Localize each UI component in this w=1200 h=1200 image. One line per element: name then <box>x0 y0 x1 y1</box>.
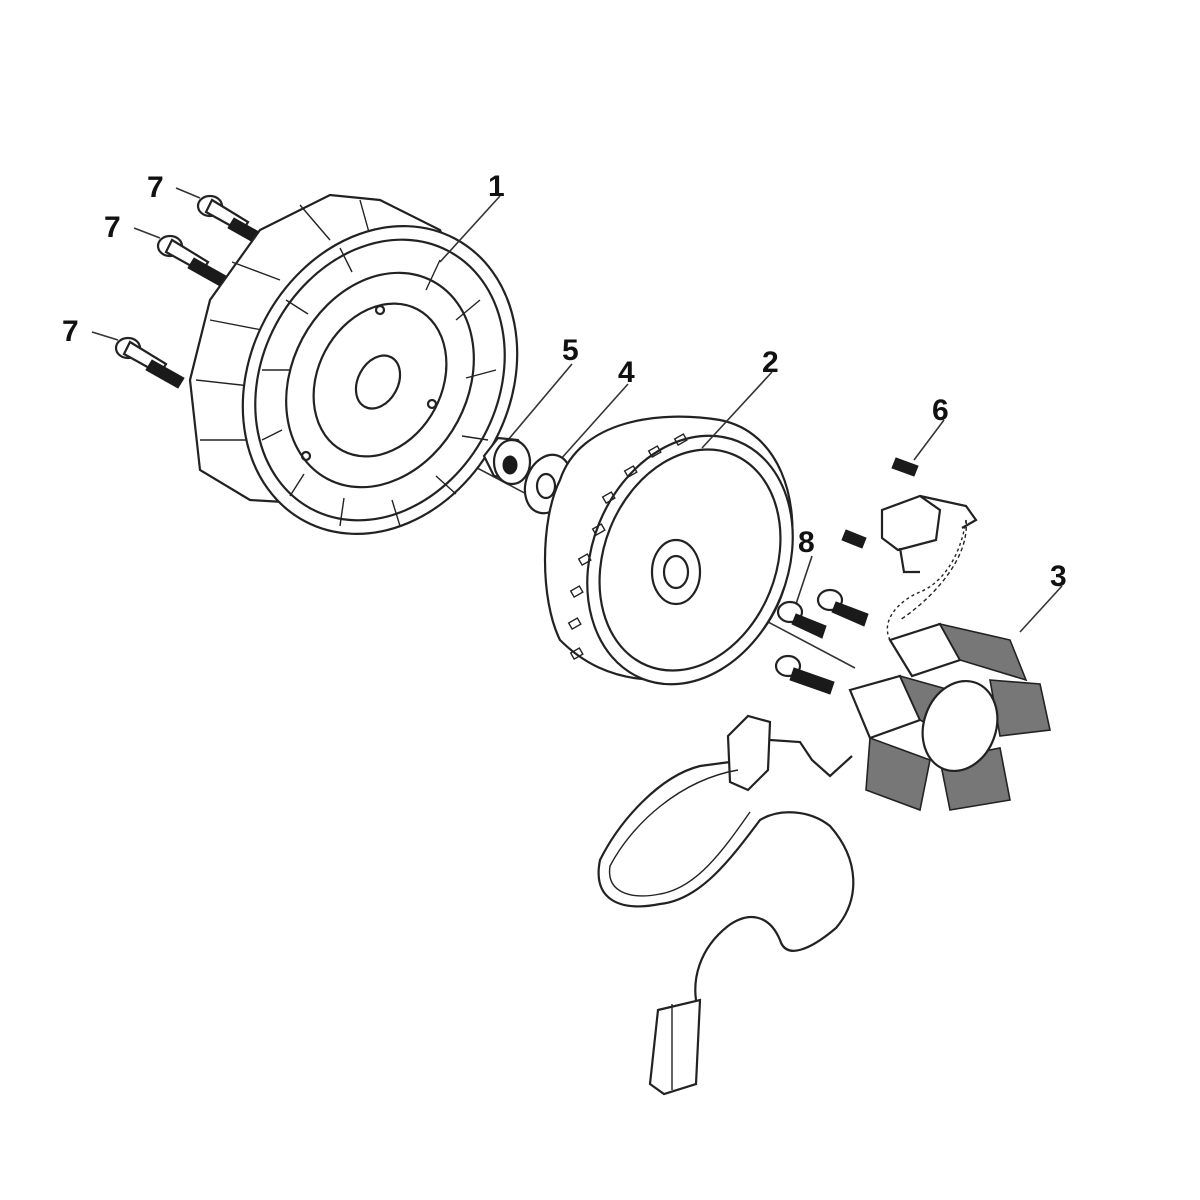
callout-5: 5 <box>562 334 579 367</box>
callout-6: 6 <box>932 394 949 427</box>
callout-3: 3 <box>1050 560 1067 593</box>
callout-1: 1 <box>488 170 505 203</box>
stator-part-3 <box>848 519 1063 812</box>
bolt-7b <box>133 227 227 287</box>
wiring-harness <box>597 714 855 1096</box>
callout-2: 2 <box>762 346 779 379</box>
callout-8: 8 <box>798 526 815 559</box>
callout-7b: 7 <box>104 211 121 244</box>
callout-4: 4 <box>618 356 635 389</box>
bolt-7a <box>175 187 267 247</box>
callout-7c: 7 <box>62 315 79 348</box>
callout-7a: 7 <box>147 171 164 204</box>
flywheel-rotor-part-2 <box>543 371 794 686</box>
bolt-7c <box>91 331 185 389</box>
stator-bolts-part-8 <box>774 555 869 695</box>
flange-nut-part-5 <box>482 363 573 486</box>
fan-cover-part-1 <box>188 193 519 535</box>
pulser-part-6 <box>841 419 978 621</box>
